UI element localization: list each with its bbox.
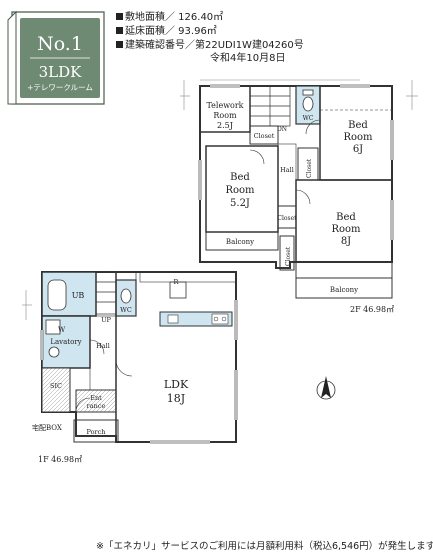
- entrance-label-a: Ent: [90, 394, 102, 402]
- bed1-label-b: Room: [343, 132, 373, 143]
- kitchen-sink-icon: [167, 314, 179, 324]
- permit-line: 建築確認番号／第22UDI1W建04260号: [116, 40, 304, 52]
- toilet-2f-icon: [302, 96, 314, 112]
- footer-note: ※「エネカリ」サービスのご利用には月額利用料（税込6,546円）が発生します。: [96, 541, 433, 552]
- badge-number: No.1: [37, 33, 83, 55]
- ldk-size: 18J: [167, 392, 185, 405]
- up-label: UP: [101, 316, 111, 324]
- closet-label-b: Closet: [306, 158, 313, 178]
- wc-2f-label: WC: [303, 115, 314, 122]
- floor1-windows: [40, 300, 238, 444]
- closet-label-c: Closet: [277, 215, 297, 222]
- entrance-label-b: rance: [87, 402, 106, 410]
- bed1-label-a: Bed: [348, 120, 368, 131]
- bed1-size: 6J: [353, 144, 363, 155]
- bed3-label-a: Bed: [336, 212, 356, 223]
- floor-area: 延床面積／ 93.96㎡: [125, 26, 217, 37]
- telework-room-word: Room: [213, 111, 237, 120]
- first-floor: [22, 271, 238, 444]
- r-label: R: [174, 278, 180, 286]
- plan-badge: No.1 3LDK +テレワークルーム: [7, 10, 105, 105]
- closet-label-d: Closet: [285, 246, 292, 266]
- lot-area: 敷地面積／ 126.40㎡: [125, 12, 224, 23]
- floor2-area: 2F 46.98㎡: [350, 305, 394, 314]
- second-floor: [180, 79, 418, 299]
- floor-area-line: 延床面積／ 93.96㎡: [116, 26, 217, 38]
- sink-icon: [48, 346, 60, 358]
- porch-label: Porch: [87, 428, 106, 436]
- porch: [73, 419, 119, 443]
- permit-number: 建築確認番号／第22UDI1W建04260号: [125, 40, 304, 51]
- ub-label: UB: [72, 291, 85, 300]
- floor2-doors: [249, 119, 321, 205]
- toilet-1f-icon: [120, 288, 132, 304]
- w-label: W: [58, 326, 66, 334]
- refrigerator: [169, 281, 187, 299]
- shoe-in-closet: [41, 367, 71, 413]
- closet-2f-a: [249, 125, 279, 145]
- first-floor-labels: UB WC UP R W Lavatory Hall LDK 18J SIC E…: [32, 278, 189, 464]
- sic-label: SIC: [50, 382, 62, 390]
- lot-area-line: 敷地面積／ 126.40㎡: [116, 12, 223, 24]
- dn-label: DN: [277, 126, 287, 133]
- closet-label-a: Closet: [254, 132, 275, 140]
- floor1-doors: [75, 339, 133, 413]
- ldk-label: LDK: [164, 378, 189, 391]
- bed2-size: 5.2J: [230, 198, 250, 209]
- bed2-label-a: Bed: [230, 172, 250, 183]
- balcony-2f-right: [295, 277, 393, 299]
- permit-date: 令和4年10月8日: [210, 53, 286, 64]
- second-floor-labels: Telework Room 2.5J DN WC Closet Bed Room…: [206, 101, 394, 314]
- bed2-label-b: Room: [225, 185, 255, 196]
- balcony-right-label: Balcony: [330, 286, 358, 294]
- bed3-size: 8J: [341, 236, 351, 247]
- floor2-dimension-marks: [180, 79, 418, 110]
- floor1-area: 1F 46.98㎡: [38, 455, 82, 464]
- washer-icon: [45, 319, 61, 335]
- floor2-windows: [198, 84, 394, 240]
- telework-size: 2.5J: [217, 121, 233, 130]
- floor1-dimension-marks: [22, 290, 32, 320]
- balcony-2f-left: [205, 231, 279, 251]
- hall-1f-label: Hall: [96, 342, 110, 350]
- telework-label: Telework: [206, 101, 243, 110]
- hall-2f-label: Hall: [280, 166, 294, 174]
- badge-subtitle: +テレワークルーム: [27, 83, 93, 92]
- balcony-left-label: Balcony: [226, 238, 254, 246]
- badge-layout: 3LDK: [39, 63, 83, 81]
- delivery-box-label: 宅配BOX: [32, 423, 62, 432]
- wc-1f-label: WC: [120, 306, 132, 314]
- north-arrow-icon: [316, 376, 336, 400]
- bathtub-icon: [47, 279, 67, 311]
- stove-icon: [211, 313, 229, 325]
- closet-2f-d: [279, 235, 295, 271]
- lavatory-label: Lavatory: [50, 338, 81, 346]
- bed3-label-b: Room: [331, 224, 361, 235]
